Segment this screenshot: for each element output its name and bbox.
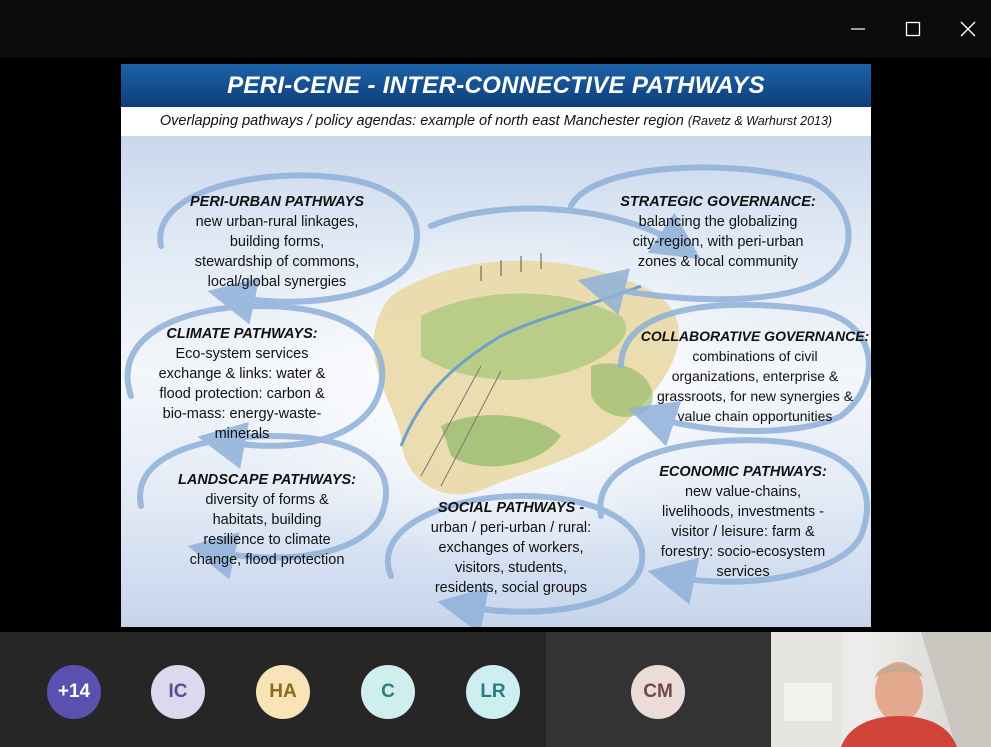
avatar-initials: +14	[57, 681, 91, 702]
text-line: bio-mass: energy-waste-	[162, 406, 322, 422]
text-line: local/global synergies	[207, 274, 347, 290]
maximize-icon	[905, 21, 921, 37]
text-line: visitors, students,	[454, 560, 567, 576]
text-line: livelihoods, investments -	[662, 504, 824, 520]
text-line: habitats, building	[212, 512, 322, 528]
strategic-governance-heading: STRATEGIC GOVERNANCE:	[620, 194, 816, 210]
collaborative-governance-heading: COLLABORATIVE GOVERNANCE:	[640, 328, 870, 344]
text-line: zones & local community	[637, 254, 799, 270]
climate-heading: CLIMATE PATHWAYS:	[166, 326, 318, 342]
text-line: services	[716, 564, 770, 580]
minimize-button[interactable]	[838, 10, 878, 48]
economic-pathways-block: ECONOMIC PATHWAYS: new value-chains, liv…	[643, 462, 843, 582]
text-line: city-region, with peri-urban	[632, 234, 804, 250]
text-line: value chain opportunities	[677, 408, 833, 424]
maximize-button[interactable]	[893, 10, 933, 48]
peri-urban-heading: PERI-URBAN PATHWAYS	[190, 194, 364, 210]
shared-slide: PERI-CENE - INTER-CONNECTIVE PATHWAYS Ov…	[121, 64, 871, 627]
text-line: minerals	[214, 426, 270, 442]
text-line: Eco-system services	[175, 346, 309, 362]
text-line: diversity of forms &	[205, 492, 329, 508]
social-pathways-block: SOCIAL PATHWAYS - urban / peri-urban / r…	[411, 498, 611, 598]
avatar-initials: IC	[168, 681, 188, 702]
text-line: grassroots, for new synergies &	[656, 388, 854, 404]
text-line: change, flood protection	[189, 552, 345, 568]
peri-urban-pathways-block: PERI-URBAN PATHWAYS new urban-rural link…	[179, 192, 375, 292]
avatar-initials: C	[381, 681, 395, 702]
text-line: stewardship of commons,	[194, 254, 360, 270]
landscape-pathways-block: LANDSCAPE PATHWAYS: diversity of forms &…	[171, 470, 363, 570]
landscape-illustration	[124, 164, 871, 627]
participant-avatar-c[interactable]: C	[361, 665, 415, 719]
text-line: combinations of civil	[692, 348, 818, 364]
text-line: urban / peri-urban / rural:	[430, 520, 592, 536]
strategic-governance-block: STRATEGIC GOVERNANCE: balancing the glob…	[609, 192, 827, 272]
landscape-heading: LANDSCAPE PATHWAYS:	[177, 472, 357, 488]
avatar-initials: CM	[643, 681, 673, 702]
slide-subtitle: Overlapping pathways / policy agendas: e…	[121, 107, 871, 136]
slide-title: PERI-CENE - INTER-CONNECTIVE PATHWAYS	[121, 64, 871, 107]
avatar-initials: LR	[480, 681, 506, 702]
participant-strip: +14 IC HA C LR CM	[0, 632, 991, 747]
text-line: resilience to climate	[203, 532, 331, 548]
collaborative-governance-block: COLLABORATIVE GOVERNANCE: combinations o…	[639, 326, 871, 426]
text-line: exchanges of workers,	[438, 540, 584, 556]
text-line: flood protection: carbon &	[159, 386, 325, 402]
participant-avatar-cm[interactable]: CM	[631, 665, 685, 719]
slide-citation: (Ravetz & Warhurst 2013)	[687, 114, 833, 128]
avatar-initials: HA	[269, 681, 297, 702]
text-line: organizations, enterprise &	[671, 368, 839, 384]
minimize-icon	[851, 28, 865, 30]
text-line: exchange & links: water &	[158, 366, 326, 382]
text-line: new urban-rural linkages,	[195, 214, 359, 230]
participant-avatar-lr[interactable]: LR	[466, 665, 520, 719]
slide-subtitle-text: Overlapping pathways / policy agendas: e…	[159, 113, 684, 129]
text-line: building forms,	[229, 234, 325, 250]
more-participants-avatar[interactable]: +14	[47, 665, 101, 719]
close-icon	[960, 21, 976, 37]
participant-avatar-ic[interactable]: IC	[151, 665, 205, 719]
window-title-bar	[0, 0, 991, 58]
social-heading: SOCIAL PATHWAYS -	[437, 500, 585, 516]
video-person-image	[771, 632, 991, 747]
text-line: residents, social groups	[434, 580, 588, 596]
participant-video-feed[interactable]	[771, 632, 991, 747]
participant-avatar-ha[interactable]: HA	[256, 665, 310, 719]
economic-heading: ECONOMIC PATHWAYS:	[659, 464, 827, 480]
close-button[interactable]	[948, 10, 988, 48]
text-line: visitor / leisure: farm &	[671, 524, 815, 540]
text-line: balancing the globalizing	[638, 214, 798, 230]
text-line: forestry: socio-ecosystem	[660, 544, 826, 560]
climate-pathways-block: CLIMATE PATHWAYS: Eco-system services ex…	[139, 324, 345, 444]
text-line: new value-chains,	[684, 484, 802, 500]
